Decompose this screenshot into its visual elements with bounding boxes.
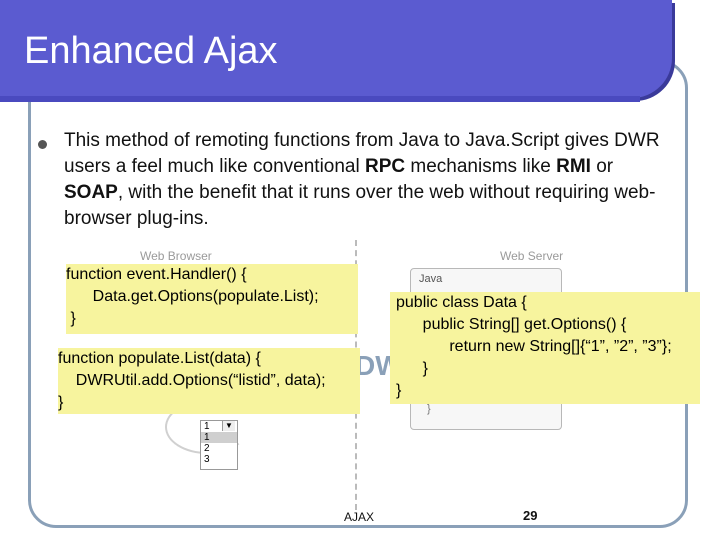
java-brace: }: [427, 403, 431, 415]
options-list-item: 1: [201, 432, 237, 443]
bullet-text-rmi: RMI: [556, 156, 591, 177]
java-data-code: public class Data { public String[] get.…: [390, 292, 700, 404]
options-list-item: 2: [201, 443, 237, 454]
bullet-text-soap: SOAP: [64, 182, 118, 203]
js-populate-code: function populate.List(data) { DWRUtil.a…: [58, 348, 360, 414]
java-label: Java: [419, 273, 442, 285]
bullet-text-rpc: RPC: [365, 156, 405, 177]
title-bar: Enhanced Ajax: [0, 0, 672, 98]
bullet-text-part: mechanisms like: [405, 156, 556, 177]
js-handler-code: function event.Handler() { Data.get.Opti…: [66, 264, 358, 334]
bullet-text-part: , with the benefit that it runs over the…: [64, 182, 655, 229]
web-server-label: Web Server: [500, 249, 563, 263]
bullet-text: This method of remoting functions from J…: [64, 128, 664, 232]
footer-label: AJAX: [344, 510, 374, 524]
bullet-text-part: or: [591, 156, 613, 177]
slide-title: Enhanced Ajax: [24, 30, 278, 73]
title-underline: [0, 96, 640, 102]
chevron-down-icon: ▼: [222, 421, 235, 431]
bullet-dot: [38, 140, 47, 149]
web-browser-label: Web Browser: [140, 249, 212, 263]
options-list-item: 3: [201, 454, 237, 465]
page-number: 29: [523, 508, 537, 523]
